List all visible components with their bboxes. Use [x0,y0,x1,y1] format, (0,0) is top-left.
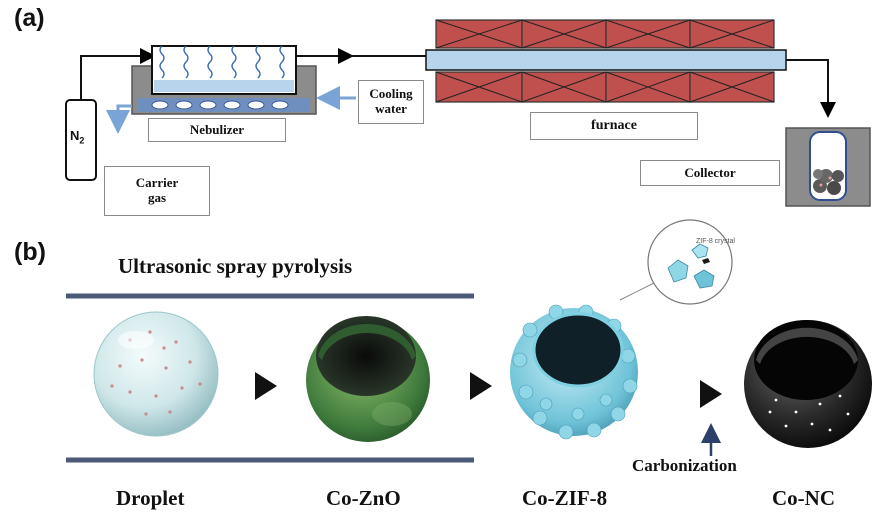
cooling-water-label-line2: water [375,101,407,116]
furnace-label-box: furnace [530,112,698,140]
co-zif-8-sphere [510,304,638,440]
co-zno-sphere [306,316,430,442]
carrier-gas-label-line1: Carrier [135,175,179,191]
inset-label: ZIF-8 crystal [696,238,735,245]
n2-label: N2 [70,128,84,146]
stage-label-co-nc: Co-NC [772,486,835,510]
nebulizer-label-box: Nebulizer [148,118,286,142]
droplet-sphere [93,311,219,437]
gas-line [80,48,156,100]
collector-label-box: Collector [640,160,780,186]
zif-8-crystal-inset [647,219,733,305]
carbonization-label: Carbonization [632,456,737,475]
n2-subscript: 2 [79,135,85,146]
spray-droplets [159,45,285,79]
cooling-water-label-box: Cooling water [358,80,424,124]
collected-powder [813,169,844,195]
furnace-bricks [435,19,775,103]
stage-arrow-1 [255,372,277,400]
collector-label: Collector [684,164,736,180]
panel-b-label: (b) [14,238,46,266]
bath-outlet-arrow [106,104,132,134]
n2-text: N [70,128,80,143]
inset-pointer [619,281,657,301]
stage-label-co-zno: Co-ZnO [326,486,401,510]
co-nc-sphere [744,320,872,448]
panel-a-label: (a) [14,4,45,32]
cooling-water-label-line1: Cooling [369,86,413,102]
carrier-gas-label-line2: gas [147,190,167,205]
stage-arrow-3 [700,380,722,408]
ultrasonic-transducers [151,100,289,110]
exit-line [786,59,836,118]
process-title: Ultrasonic spray pyrolysis [118,254,353,278]
stage-label-droplet: Droplet [116,486,185,510]
stage-label-co-zif-8: Co-ZIF-8 [522,486,608,510]
quartz-tube [425,49,787,71]
stage-arrow-2 [470,372,492,400]
furnace-label: furnace [591,117,637,133]
nebulizer-label: Nebulizer [189,121,245,137]
carrier-gas-label-box: Carrier gas [104,166,210,216]
